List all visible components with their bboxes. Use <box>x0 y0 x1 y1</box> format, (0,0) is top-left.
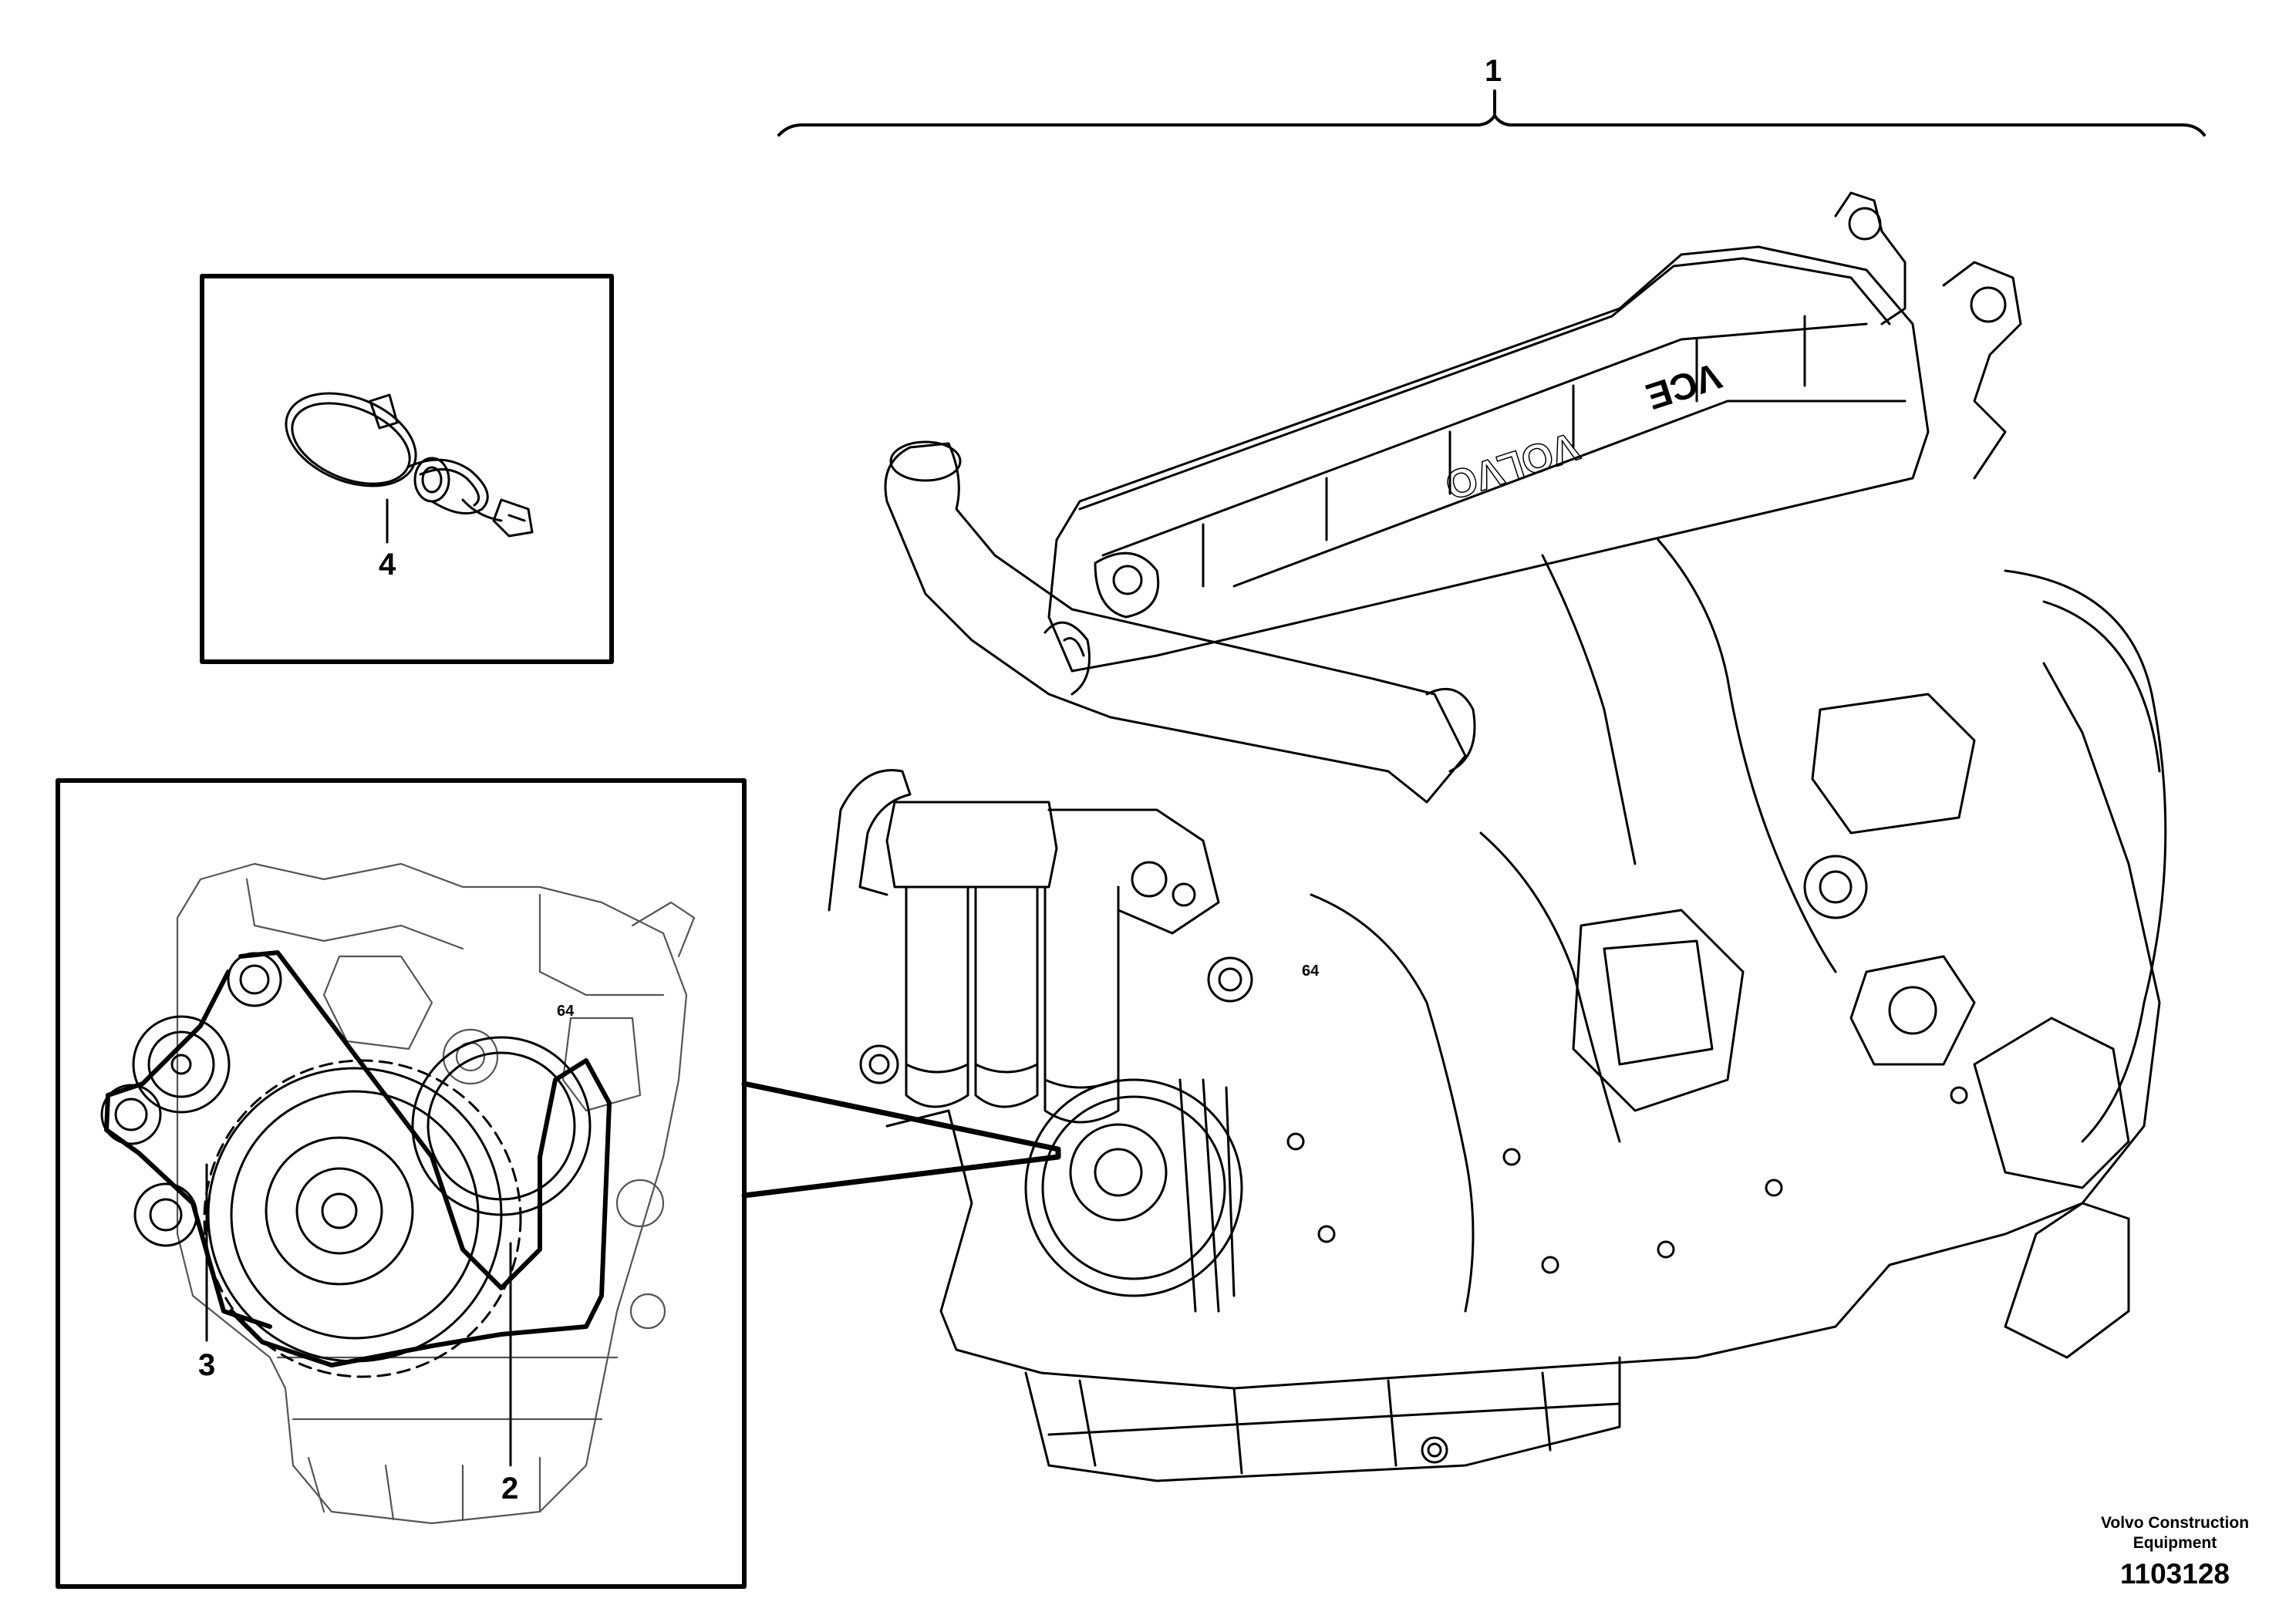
hose-clamp-part <box>285 392 534 538</box>
callout-4: 4 <box>379 548 396 582</box>
callout-2: 2 <box>501 1472 519 1506</box>
part-marking-main: 64 <box>1302 963 1320 980</box>
publisher-line-1: Volvo Construction <box>2100 1514 2250 1532</box>
clamp-inset-frame <box>200 274 614 664</box>
illustration-number: 1103128 <box>2119 1558 2230 1590</box>
engine-assembly <box>828 191 2167 1482</box>
callout-3: 3 <box>198 1348 216 1382</box>
belt-drive-detail <box>100 950 612 1378</box>
front-engine-sketch <box>176 862 696 1525</box>
belt-inset-frame <box>56 778 747 1589</box>
part-marking-inset: 64 <box>557 1003 575 1020</box>
publisher-credit: Volvo Construction Equipment <box>2082 1513 2267 1553</box>
publisher-line-2: Equipment <box>2132 1534 2217 1552</box>
callout-1: 1 <box>1485 54 1502 88</box>
engine-bracket <box>777 114 2206 137</box>
cover-brand-text: VOLVO <box>1440 423 1584 508</box>
zoom-wedge <box>741 1081 1061 1199</box>
